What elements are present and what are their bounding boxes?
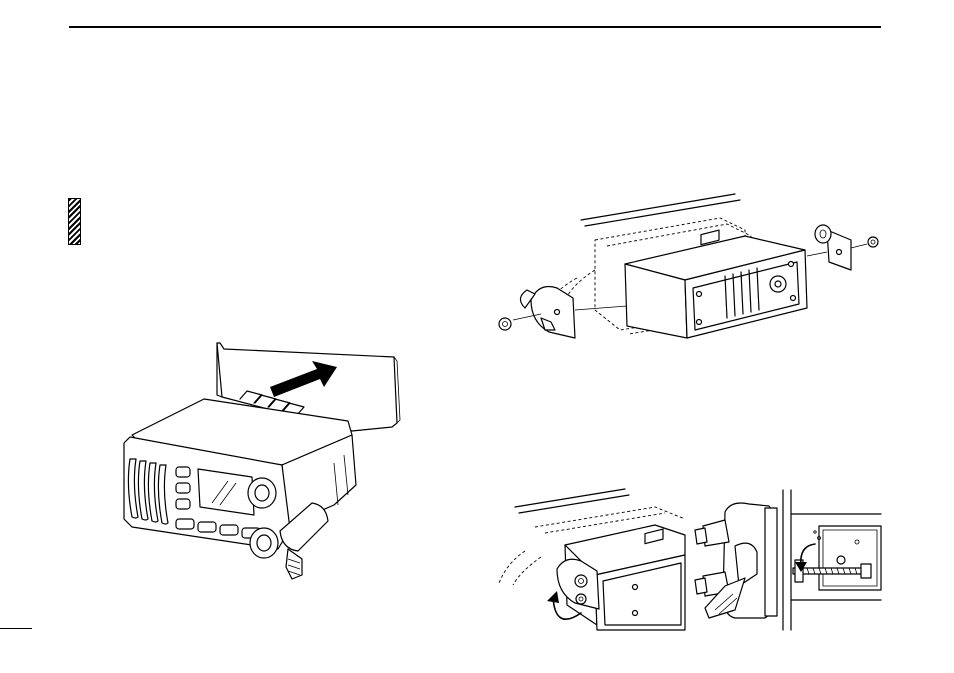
side-buttons bbox=[176, 467, 190, 509]
cutout-outline-2 bbox=[535, 507, 685, 527]
caution-hatch-icon bbox=[68, 198, 81, 245]
nut-left bbox=[499, 318, 511, 330]
nut-right bbox=[868, 237, 878, 247]
header-rule bbox=[69, 26, 881, 28]
bracket-exploded-figure bbox=[495, 190, 895, 345]
page-margin-tick bbox=[0, 628, 32, 629]
panel-edge bbox=[581, 194, 735, 220]
bracket-tighten-figure bbox=[695, 490, 885, 635]
lcd-display bbox=[198, 469, 254, 515]
bracket-attach-figure bbox=[495, 485, 685, 630]
bracket-3 bbox=[819, 526, 881, 590]
front-panel-insertion-figure bbox=[112, 335, 412, 585]
